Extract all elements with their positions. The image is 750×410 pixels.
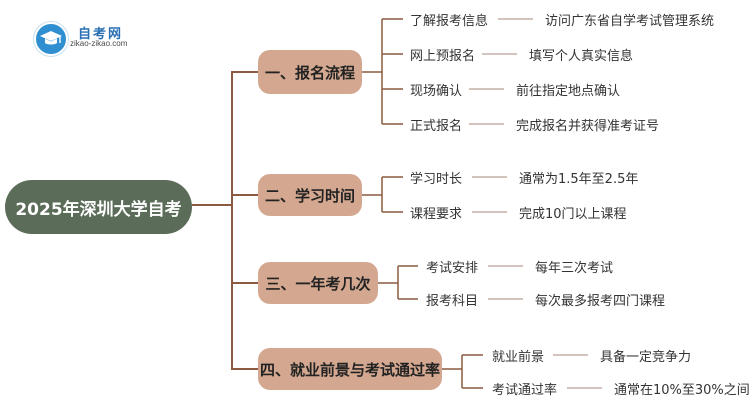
detail-employment-prospects: 具备一定竞争力 (600, 350, 692, 365)
branch-node-exams-per-year: 三、一年考几次 (258, 262, 378, 304)
detail-exam-schedule: 每年三次考试 (535, 261, 614, 276)
detail-learn-info: 访问广东省自学考试管理系统 (545, 14, 715, 29)
topic-exam-schedule: 考试安排 (426, 261, 479, 276)
detail-study-duration: 通常为1.5年至2.5年 (519, 172, 639, 187)
connector-root-branch-1 (192, 71, 258, 206)
connector-root-branch-3 (192, 204, 258, 284)
branch-node-study-time: 二、学习时间 (258, 174, 362, 216)
topic-pass-rate: 考试通过率 (492, 383, 558, 398)
detail-exam-subjects: 每次最多报考四门课程 (535, 294, 666, 309)
topic-course-requirement: 课程要求 (410, 207, 463, 222)
connector-b2-topics (362, 176, 403, 213)
connector-root-branch-4 (192, 204, 258, 370)
graduation-cap-icon (34, 22, 68, 56)
branch-node-registration: 一、报名流程 (258, 50, 362, 94)
detail-online-prereg: 填写个人真实信息 (529, 49, 634, 64)
topic-exam-subjects: 报考科目 (426, 294, 479, 309)
topic-formal-registration: 正式报名 (410, 119, 463, 134)
logo-name: 自考网 (78, 27, 124, 42)
connector-b4-topics (442, 354, 483, 389)
detail-pass-rate: 通常在10%至30%之间 (614, 383, 750, 398)
branch-node-employment-pass-rate: 四、就业前景与考试通过率 (258, 348, 442, 390)
topic-online-prereg: 网上预报名 (410, 49, 476, 64)
topic-onsite-confirm: 现场确认 (410, 84, 463, 99)
topic-study-duration: 学习时长 (410, 172, 463, 187)
root-node: 2025年深圳大学自考 (5, 180, 192, 234)
connector-root-branch-2 (192, 194, 258, 206)
site-logo[interactable]: 自考网 zikao-zikao.com (34, 22, 134, 56)
logo-domain: zikao-zikao.com (70, 39, 128, 48)
leaf-dashes (469, 18, 602, 389)
connector-b1-topics (362, 18, 403, 125)
connector-b3-topics (378, 265, 418, 300)
detail-course-requirement: 完成10门以上课程 (519, 207, 627, 222)
detail-onsite-confirm: 前往指定地点确认 (516, 84, 621, 99)
detail-formal-registration: 完成报名并获得准考证号 (516, 119, 660, 134)
topic-employment-prospects: 就业前景 (492, 350, 545, 365)
topic-learn-info: 了解报考信息 (410, 14, 489, 29)
